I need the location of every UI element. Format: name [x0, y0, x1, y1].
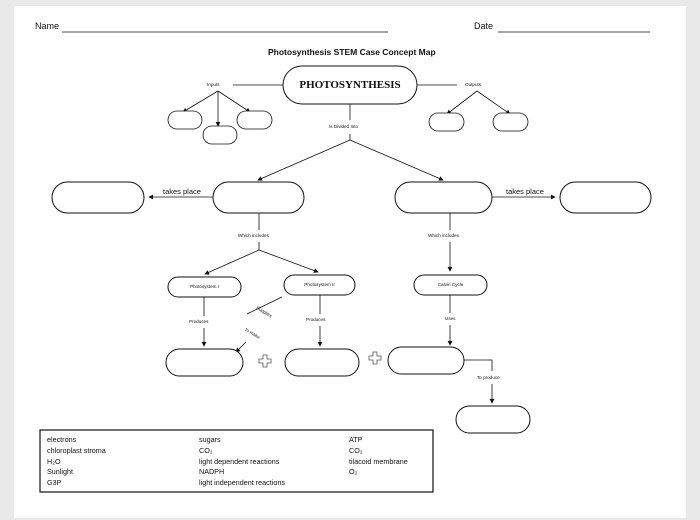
word-bank-col3: ATP CO₂ tilacoid membrane O₂	[349, 435, 408, 478]
input-box-2[interactable]	[202, 125, 238, 145]
input-box-1[interactable]	[167, 110, 203, 130]
word-bank-item: Sunlight	[47, 467, 73, 477]
to-produce-label: To produce	[477, 375, 500, 380]
word-bank-item: CO₂	[199, 445, 213, 455]
word-bank-item: H₂O	[47, 456, 61, 466]
word-bank-item: sugars	[199, 435, 221, 444]
word-bank-item: electrons	[47, 435, 77, 444]
takes-place-left-label: takes place	[163, 187, 201, 196]
output-box-1[interactable]	[428, 112, 465, 132]
outputs-label: Outputs	[465, 82, 482, 87]
takes-place-right-label: takes place	[506, 187, 544, 196]
word-bank-item: tilacoid membrane	[349, 456, 408, 466]
light-stage-box[interactable]	[212, 181, 305, 214]
which-includes-left-label: Which includes	[238, 233, 269, 238]
uses-label: Uses	[445, 316, 456, 321]
word-bank-item: chloroplast stroma	[47, 445, 106, 455]
photosystem2-label: Photosystem II	[304, 282, 335, 287]
word-bank-item: O₂	[349, 467, 358, 477]
word-bank-item: light independent reactions	[199, 478, 285, 488]
word-bank-col1: electrons chloroplast stroma H₂O Sunligh…	[47, 435, 106, 489]
main-node-label: PHOTOSYNTHESIS	[299, 79, 401, 91]
word-bank-col2: sugars CO₂ light dependent reactions NAD…	[199, 435, 285, 489]
date-label: Date	[474, 21, 494, 31]
which-includes-right-label: Which includes	[428, 233, 459, 238]
right-location-box[interactable]	[559, 181, 652, 214]
input-box-3[interactable]	[236, 110, 273, 130]
left-location-box[interactable]	[51, 181, 145, 214]
word-bank-item: CO₂	[349, 445, 363, 455]
plus-icon	[258, 354, 272, 368]
page-title: Photosynthesis STEM Case Concept Map	[268, 47, 436, 57]
photosystem2-node	[283, 274, 356, 296]
ps1-product-box[interactable]	[165, 348, 244, 377]
photosystem1-label: Photosystem I	[189, 284, 220, 289]
calvin-uses-box[interactable]	[387, 346, 465, 375]
word-bank-item: ATP	[349, 435, 363, 444]
divided-label: Is Divided Into	[329, 124, 359, 129]
calvin-product-box[interactable]	[455, 405, 531, 434]
name-label: Name	[35, 21, 60, 31]
word-bank-box	[39, 429, 434, 493]
inputs-label: Inputs	[207, 82, 220, 87]
calvin-cycle-label: Calvin Cycle	[437, 282, 464, 287]
plus-icon	[368, 351, 382, 365]
photosystem1-node	[167, 276, 242, 298]
word-bank-item: NADPH	[199, 467, 225, 477]
output-box-2[interactable]	[492, 112, 529, 132]
dark-stage-box[interactable]	[394, 181, 493, 214]
word-bank-item: light dependent reactions	[199, 456, 280, 466]
produces-right-label: Produces	[306, 317, 326, 322]
calvin-cycle-node	[413, 274, 488, 296]
word-bank-item: G3P	[47, 478, 62, 488]
ps2-product-box[interactable]	[284, 348, 360, 377]
produces-left-label: Produces	[189, 319, 209, 324]
